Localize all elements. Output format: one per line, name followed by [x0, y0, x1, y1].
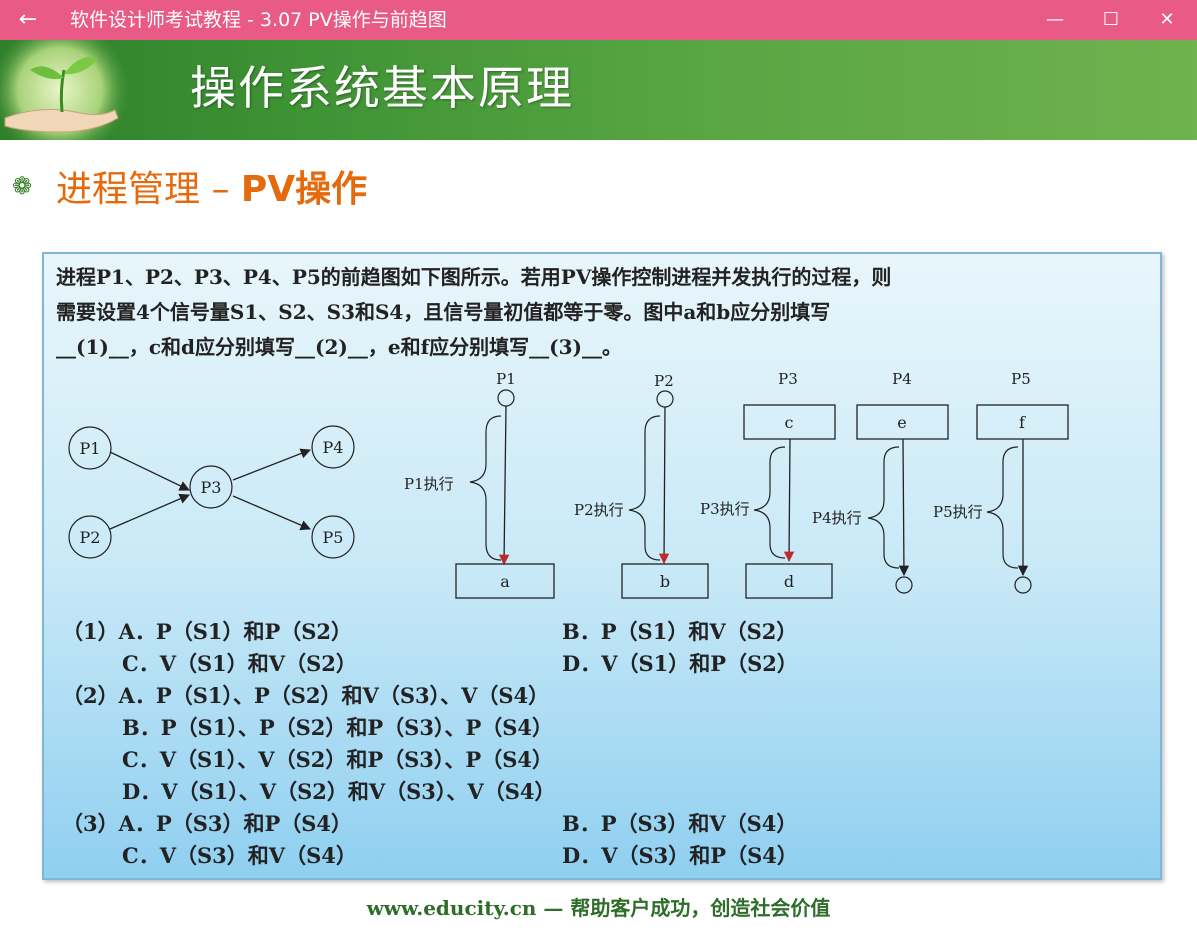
- exec-label-p3: P3执行: [700, 500, 750, 518]
- process-title-p5: P5: [1011, 370, 1031, 388]
- graph-node-p4: P4: [323, 438, 344, 457]
- process-title-p3: P3: [778, 370, 798, 388]
- question-text: 进程P1、P2、P3、P4、P5的前趋图如下图所示。若用PV操作控制进程并发执行…: [56, 260, 1146, 365]
- option-3b: B．P（S3）和V（S4）: [562, 811, 798, 836]
- exec-label-p2: P2执行: [574, 501, 624, 519]
- slide-header-title: 操作系统基本原理: [190, 61, 574, 115]
- option-1a: （1）A．P（S1）和P（S2）: [62, 619, 353, 644]
- process-p5: f P5执行: [933, 404, 1069, 594]
- process-title-p1: P1: [496, 370, 516, 388]
- option-2d: D．V（S1）、V（S2）和V（S3）、V（S4）: [122, 779, 556, 804]
- exec-label-p4: P4执行: [812, 509, 862, 527]
- process-p3: c P3执行 d: [700, 404, 836, 599]
- precedence-graph: P1 P2 P3 P4 P5: [68, 425, 355, 559]
- question-line: __(1)__，c和d应分别填写__(2)__，e和f应分别填写__(3)__。: [56, 335, 623, 359]
- box-f: f: [1019, 413, 1026, 432]
- back-arrow-icon[interactable]: ←: [18, 7, 38, 32]
- option-3c: C．V（S3）和V（S4）: [122, 843, 357, 868]
- option-2b: B．P（S1）、P（S2）和P（S3）、P（S4）: [122, 715, 554, 740]
- process-p2: P2执行 b: [574, 390, 709, 599]
- process-title-p2: P2: [654, 372, 674, 390]
- exec-label-p1: P1执行: [404, 475, 454, 493]
- option-1d: D．V（S1）和P（S2）: [562, 651, 798, 676]
- slide-footer: www.educity.cn — 帮助客户成功，创造社会价值: [366, 896, 831, 920]
- option-2a: （2）A．P（S1）、P（S2）和V（S3）、V（S4）: [62, 683, 550, 708]
- process-p1: P1执行 a: [404, 389, 555, 599]
- graph-node-p5: P5: [323, 528, 344, 547]
- section-title-prefix: 进程管理 –: [56, 169, 241, 210]
- maximize-button[interactable]: ☐: [1102, 9, 1120, 30]
- option-3a: （3）A．P（S3）和P（S4）: [62, 811, 353, 836]
- flower-bullet-icon: ❁: [12, 172, 33, 200]
- graph-node-p3: P3: [201, 478, 222, 497]
- option-1c: C．V（S1）和V（S2）: [122, 651, 357, 676]
- slide-header-banner: 操作系统基本原理: [0, 40, 1197, 140]
- section-title-bold: PV操作: [240, 169, 368, 210]
- precedence-diagram: P1 P2 P3 P4 P5 P1 P2 P3 P4 P5 P1执行 a: [68, 370, 1069, 599]
- box-d: d: [784, 572, 794, 591]
- graph-node-p1: P1: [80, 439, 101, 458]
- process-p4: e P4执行: [812, 404, 949, 594]
- question-line: 进程P1、P2、P3、P4、P5的前趋图如下图所示。若用PV操作控制进程并发执行…: [56, 265, 892, 289]
- seedling-hand-logo-icon: [0, 40, 150, 140]
- process-title-p4: P4: [892, 370, 912, 388]
- box-b: b: [660, 572, 670, 591]
- option-1b: B．P（S1）和V（S2）: [562, 619, 798, 644]
- window-title: 软件设计师考试教程 - 3.07 PV操作与前趋图: [70, 9, 447, 31]
- option-2c: C．V（S1）、V（S2）和P（S3）、P（S4）: [122, 747, 553, 772]
- box-e: e: [897, 413, 906, 432]
- option-3d: D．V（S3）和P（S4）: [562, 843, 798, 868]
- minimize-button[interactable]: —: [1046, 9, 1064, 30]
- question-box: 进程P1、P2、P3、P4、P5的前趋图如下图所示。若用PV操作控制进程并发执行…: [42, 252, 1162, 880]
- title-bar: ← 软件设计师考试教程 - 3.07 PV操作与前趋图 — ☐ ✕: [0, 0, 1197, 40]
- box-a: a: [500, 572, 510, 591]
- graph-node-p2: P2: [80, 528, 101, 547]
- close-button[interactable]: ✕: [1159, 9, 1175, 30]
- box-c: c: [785, 413, 794, 432]
- question-line: 需要设置4个信号量S1、S2、S3和S4，且信号量初值都等于零。图中a和b应分别…: [56, 300, 831, 324]
- exec-label-p5: P5执行: [933, 503, 983, 521]
